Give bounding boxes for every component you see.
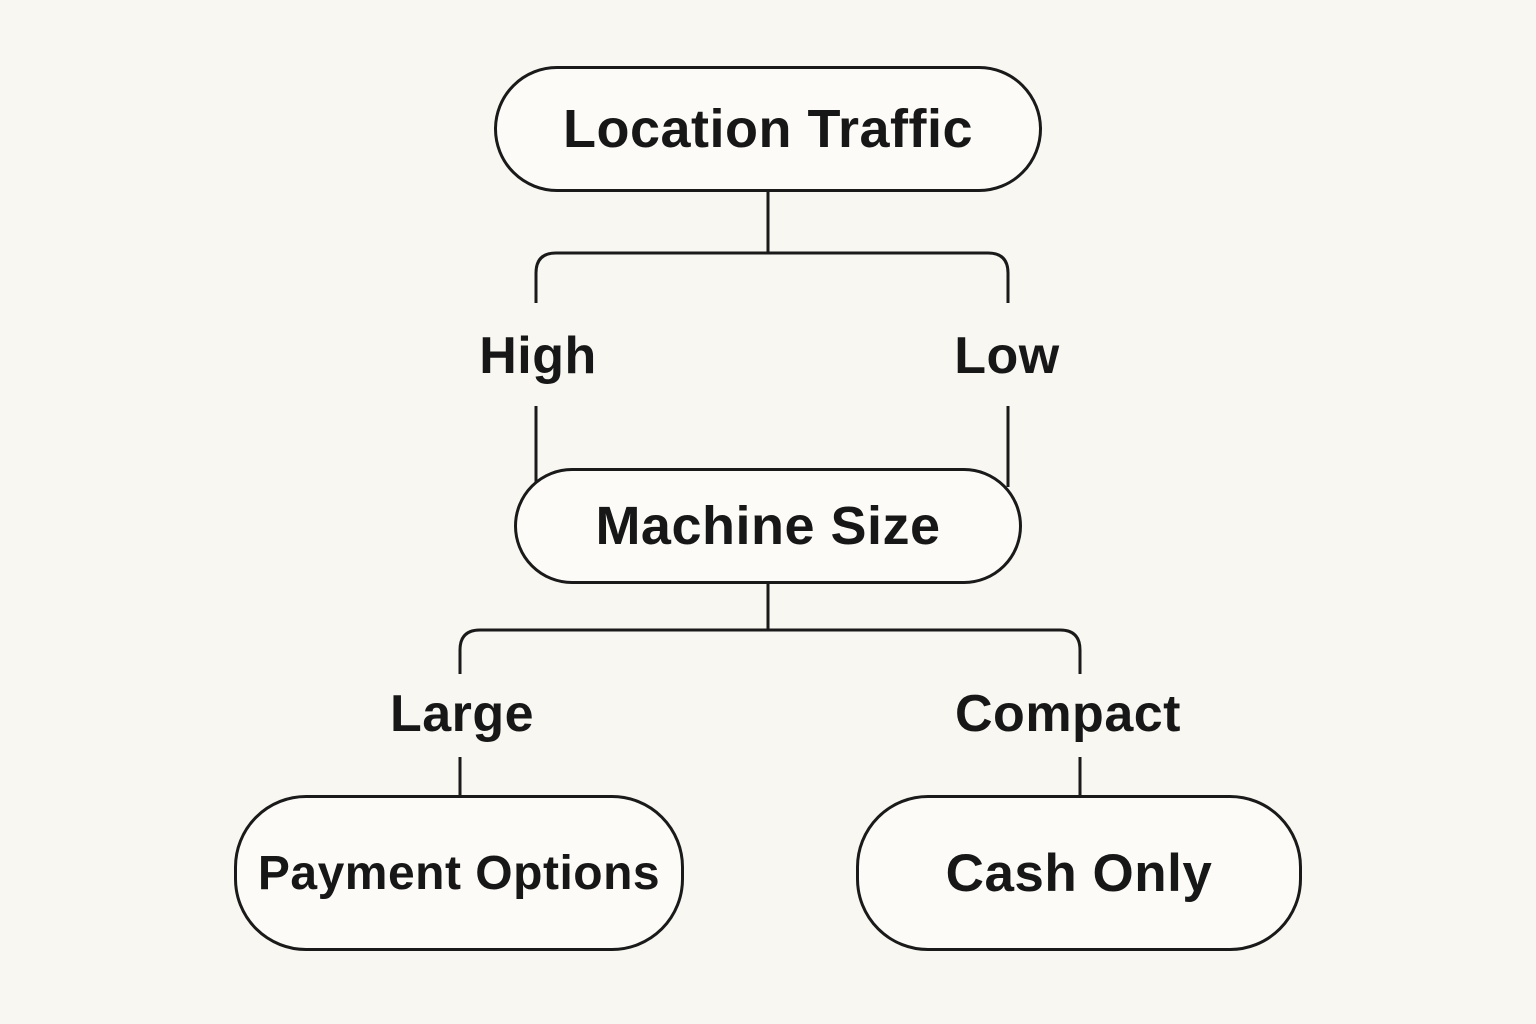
branch-label-compact: Compact: [955, 685, 1181, 743]
branch-label-large: Large: [389, 685, 535, 743]
node-machine-size-label: Machine Size: [595, 496, 941, 556]
node-cash-only-label: Cash Only: [945, 843, 1213, 903]
node-payment-options: Payment Options: [234, 795, 684, 951]
node-payment-options-label: Payment Options: [257, 846, 661, 900]
connector-branch-bar-2: [458, 628, 1082, 674]
node-location-traffic-label: Location Traffic: [562, 99, 974, 159]
node-machine-size: Machine Size: [514, 468, 1022, 584]
branch-label-low: Low: [954, 327, 1060, 385]
node-location-traffic: Location Traffic: [494, 66, 1042, 192]
connector-branch-bar-1: [534, 251, 1010, 303]
branch-label-high: High: [479, 327, 597, 385]
node-cash-only: Cash Only: [856, 795, 1302, 951]
